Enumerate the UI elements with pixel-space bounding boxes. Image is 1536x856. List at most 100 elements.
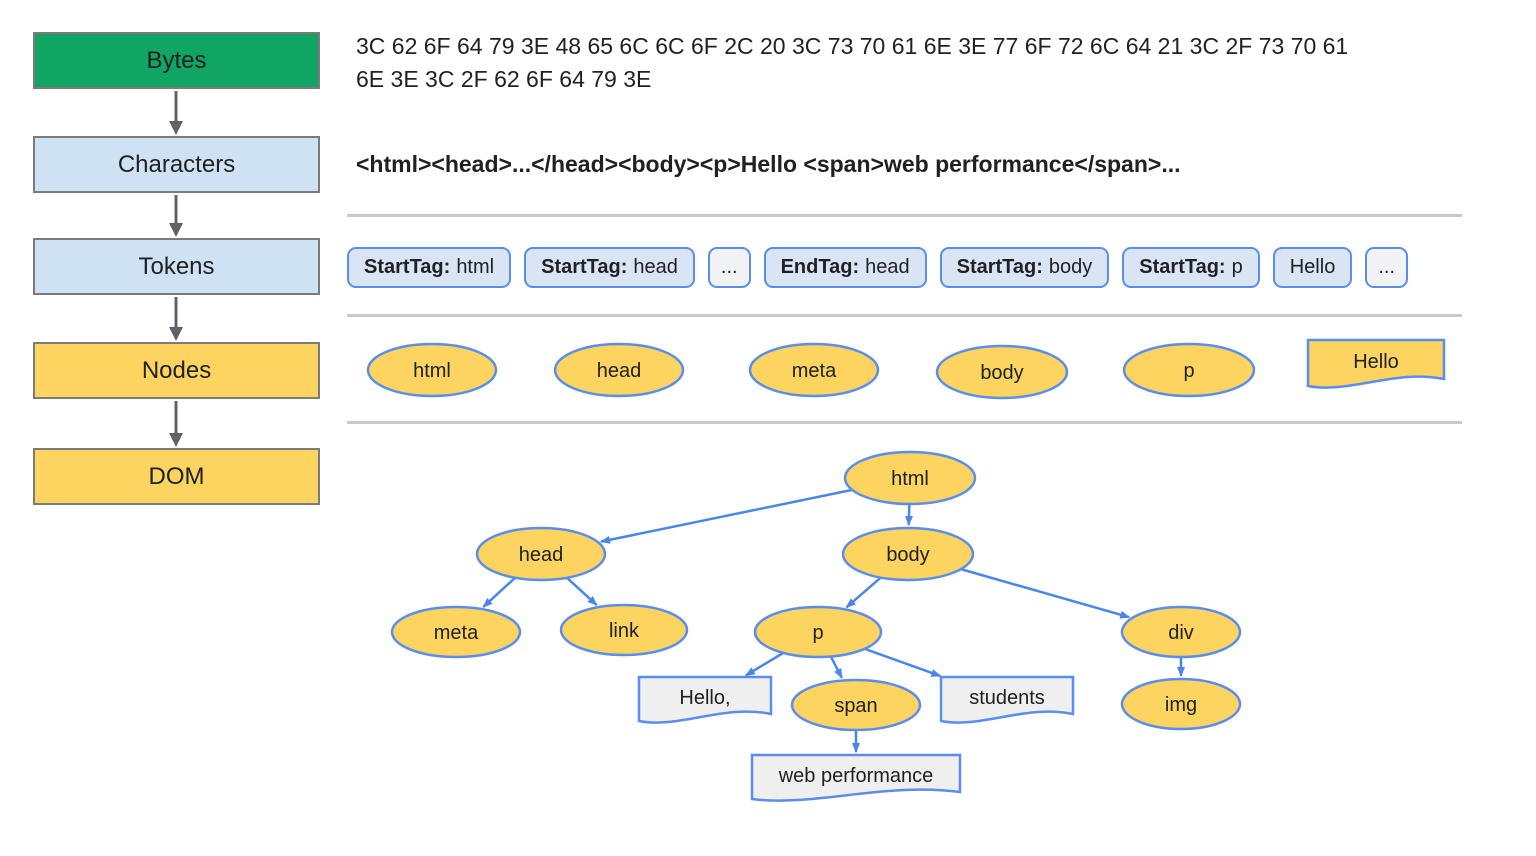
token-value: head bbox=[633, 256, 678, 278]
edge-p-to-span bbox=[829, 655, 843, 679]
node-label: html bbox=[891, 468, 929, 490]
down-arrow-icon bbox=[169, 297, 183, 341]
node-label: p bbox=[1183, 360, 1194, 382]
element-node-n-head: head bbox=[553, 342, 685, 398]
characters-markup-text: <html><head>...</head><body><p>Hello <sp… bbox=[356, 151, 1181, 177]
ellipse-shape bbox=[1122, 342, 1256, 398]
token-value: body bbox=[1048, 256, 1093, 278]
bytes-hex-line-1: 3C 62 6F 64 79 3E 48 65 6C 6C 6F 2C 20 3… bbox=[356, 33, 1349, 59]
token-type-label: EndTag: bbox=[780, 256, 860, 278]
ellipse-shape bbox=[475, 526, 607, 582]
edge-head-to-meta bbox=[482, 576, 516, 608]
token-pill-head: EndTag:head bbox=[763, 247, 927, 288]
edge-html-to-head bbox=[600, 488, 853, 544]
token-pill-html: StartTag:html bbox=[347, 247, 512, 288]
node-label: Hello bbox=[1353, 351, 1399, 373]
pipeline-stage-nodes: Nodes bbox=[33, 342, 320, 399]
node-label: div bbox=[1168, 622, 1194, 644]
token-value: p bbox=[1231, 256, 1243, 278]
node-label: body bbox=[980, 362, 1023, 384]
node-label: p bbox=[812, 622, 823, 644]
down-arrow-icon bbox=[169, 401, 183, 447]
token-value: ... bbox=[1378, 256, 1395, 278]
ellipse-shape bbox=[841, 526, 975, 582]
token-pill-head: StartTag:head bbox=[524, 247, 695, 288]
ellipse-shape bbox=[935, 344, 1069, 400]
token-type-label: StartTag: bbox=[956, 256, 1043, 278]
edge-body-to-div bbox=[960, 567, 1131, 619]
ellipse-shape bbox=[843, 450, 977, 506]
token-pill-ellipsis: ... bbox=[707, 247, 751, 288]
token-value: Hello bbox=[1289, 256, 1336, 278]
edge-body-to-p bbox=[845, 576, 882, 609]
flag-shape bbox=[637, 675, 773, 724]
ellipse-shape bbox=[559, 603, 689, 657]
token-pill-Hello: Hello bbox=[1272, 247, 1353, 288]
ellipse-shape bbox=[790, 678, 922, 732]
down-arrow-icon bbox=[169, 91, 183, 135]
token-pill-body: StartTag:body bbox=[939, 247, 1110, 288]
node-label: img bbox=[1165, 694, 1197, 716]
token-pill-ellipsis: ... bbox=[1365, 247, 1408, 288]
element-node-head: head bbox=[475, 526, 607, 582]
token-type-label: StartTag: bbox=[364, 256, 451, 278]
node-label: web performance bbox=[778, 765, 934, 787]
node-label: students bbox=[969, 687, 1045, 709]
element-node-link: link bbox=[559, 603, 689, 657]
pipeline-stage-tokens: Tokens bbox=[33, 238, 320, 295]
element-node-img: img bbox=[1120, 677, 1242, 731]
bytes-hex-text: 3C 62 6F 64 79 3E 48 65 6C 6C 6F 2C 20 3… bbox=[356, 30, 1526, 96]
ellipse-shape bbox=[390, 605, 522, 659]
node-label: body bbox=[886, 544, 929, 566]
separator-line bbox=[347, 314, 1462, 317]
separator-line bbox=[347, 214, 1462, 217]
element-node-body: body bbox=[841, 526, 975, 582]
element-node-div: div bbox=[1120, 605, 1242, 659]
pipeline-stage-bytes: Bytes bbox=[33, 32, 320, 89]
ellipse-shape bbox=[748, 342, 880, 398]
text-node-webperf: web performance bbox=[750, 753, 962, 802]
edge-head-to-link bbox=[566, 576, 598, 606]
text-node-hello: Hello, bbox=[637, 675, 773, 724]
down-arrow-icon bbox=[169, 195, 183, 237]
node-label: meta bbox=[434, 622, 479, 644]
bytes-hex-line-2: 6E 3E 3C 2F 62 6F 64 79 3E bbox=[356, 66, 652, 92]
edge-p-to-students bbox=[864, 647, 942, 678]
flag-shape bbox=[939, 675, 1075, 724]
token-value: head bbox=[865, 256, 910, 278]
flag-shape bbox=[1306, 338, 1446, 389]
node-label: html bbox=[413, 360, 451, 382]
flag-shape bbox=[750, 753, 962, 802]
text-node-n-hello: Hello bbox=[1306, 338, 1446, 389]
ellipse-shape bbox=[1120, 605, 1242, 659]
element-node-p: p bbox=[753, 605, 883, 659]
element-node-n-html: html bbox=[366, 342, 498, 398]
ellipse-shape bbox=[553, 342, 685, 398]
element-node-span: span bbox=[790, 678, 922, 732]
node-label: head bbox=[519, 544, 564, 566]
element-node-html: html bbox=[843, 450, 977, 506]
edge-html-to-body bbox=[905, 503, 913, 527]
element-node-n-body: body bbox=[935, 344, 1069, 400]
ellipse-shape bbox=[753, 605, 883, 659]
element-node-meta: meta bbox=[390, 605, 522, 659]
token-type-label: StartTag: bbox=[541, 256, 628, 278]
element-node-n-meta: meta bbox=[748, 342, 880, 398]
pipeline-stage-dom: DOM bbox=[33, 448, 320, 505]
ellipse-shape bbox=[366, 342, 498, 398]
node-label: head bbox=[597, 360, 642, 382]
token-type-label: StartTag: bbox=[1139, 256, 1226, 278]
pipeline-stage-characters: Characters bbox=[33, 136, 320, 193]
node-label: Hello, bbox=[679, 687, 730, 709]
separator-line bbox=[347, 421, 1462, 424]
nodes-row: html head meta body p Hello bbox=[366, 338, 1446, 400]
token-value: ... bbox=[720, 256, 738, 278]
element-node-n-p: p bbox=[1122, 342, 1256, 398]
ellipse-shape bbox=[1120, 677, 1242, 731]
node-label: meta bbox=[792, 360, 837, 382]
edge-p-to-hello bbox=[744, 651, 784, 677]
node-label: link bbox=[609, 620, 640, 642]
